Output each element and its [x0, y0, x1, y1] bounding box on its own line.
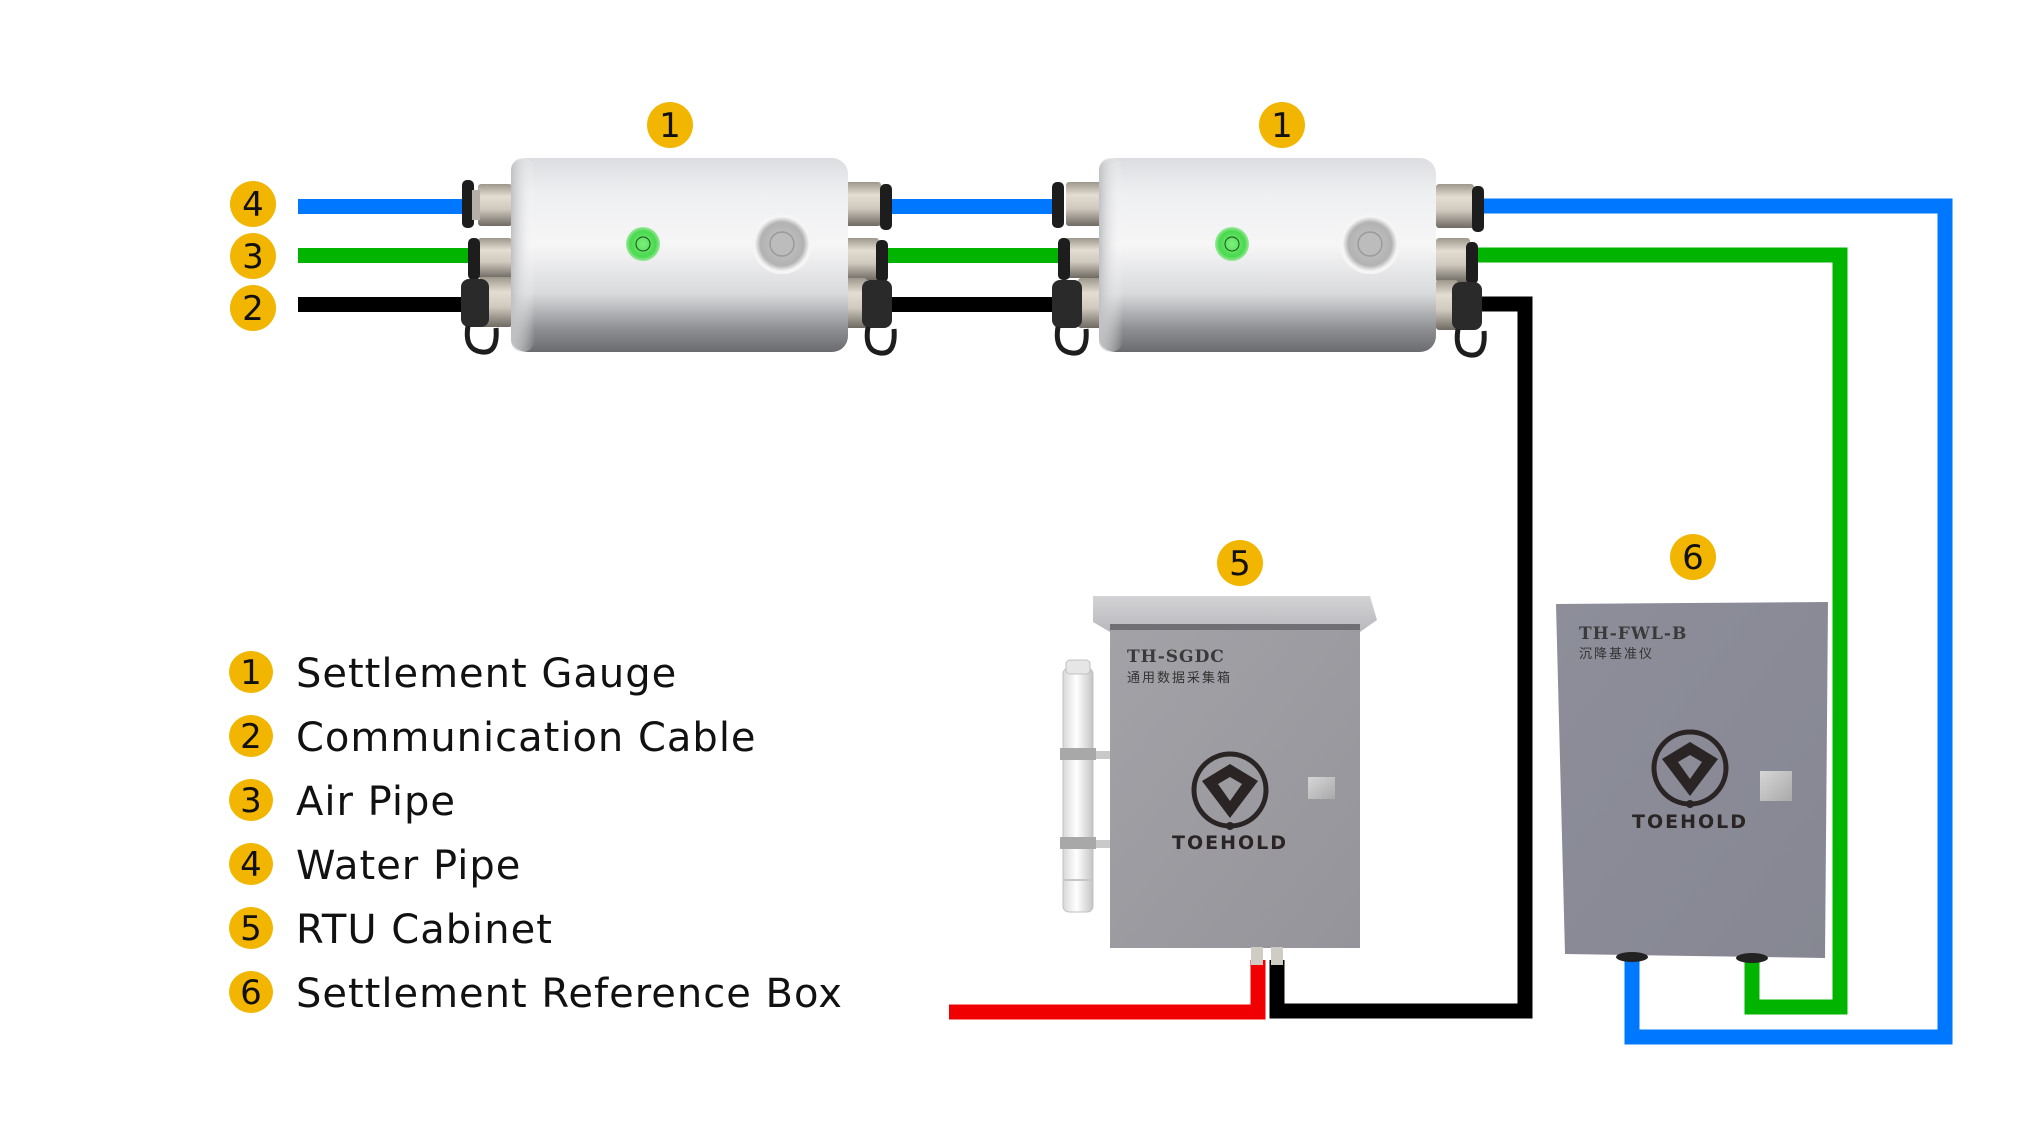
- gauge-2-status-led: [1215, 227, 1249, 261]
- cabinet-lock-icon: [1308, 777, 1335, 799]
- air-pipe-segment-left: [298, 248, 470, 263]
- svg-text:5: 5: [1229, 544, 1251, 584]
- callout-badge-gauge-1: 1: [647, 102, 693, 148]
- settlement-reference-box: TH-FWL-B 沉降基准仪 TOEHOLD: [1556, 602, 1828, 963]
- water-pipe: [298, 198, 1953, 1045]
- reference-brand-label: TOEHOLD: [1632, 811, 1748, 833]
- svg-text:Water Pipe: Water Pipe: [296, 843, 521, 889]
- cabinet-roof: [1093, 596, 1377, 632]
- svg-text:Air Pipe: Air Pipe: [296, 779, 456, 825]
- settlement-gauge-2: [1052, 158, 1487, 358]
- rtu-cabinet: TH-SGDC 通用数据采集箱 TOEHOLD: [1060, 596, 1377, 965]
- svg-text:Settlement Gauge: Settlement Gauge: [296, 651, 677, 697]
- svg-text:Settlement Reference Box: Settlement Reference Box: [296, 971, 843, 1017]
- svg-text:1: 1: [240, 653, 262, 693]
- water-pipe-segment-middle: [888, 199, 1058, 214]
- svg-text:1: 1: [659, 106, 681, 146]
- gauge-1-right-fittings: [845, 182, 897, 356]
- power-cable: [949, 960, 1266, 1020]
- cable-segment-left: [298, 297, 468, 312]
- water-pipe-segment-left: [298, 199, 463, 214]
- callout-badge-reference-box: 6: [1670, 534, 1716, 580]
- rtu-model-label: TH-SGDC: [1127, 647, 1225, 667]
- gauge-1-left-fittings: [461, 180, 512, 355]
- air-pipe: [298, 247, 1848, 1015]
- gauge-1-body: [511, 158, 848, 352]
- svg-text:RTU Cabinet: RTU Cabinet: [296, 907, 553, 953]
- communication-cable: [298, 296, 1533, 1019]
- callout-badge-gauge-2: 1: [1259, 102, 1305, 148]
- toehold-logo-icon: [1191, 751, 1269, 830]
- rtu-subtitle-label: 通用数据采集箱: [1127, 670, 1232, 686]
- rtu-brand-label: TOEHOLD: [1172, 832, 1288, 854]
- settlement-gauge-1: [461, 158, 897, 356]
- svg-text:2: 2: [240, 717, 262, 757]
- cable-segment-to-rtu: [1269, 296, 1533, 1019]
- legend: 1 Settlement Gauge 2 Communication Cable…: [229, 651, 843, 1017]
- air-pipe-segment-middle: [885, 248, 1065, 263]
- legend-item: 2 Communication Cable: [229, 715, 757, 761]
- callout-badge-rtu: 5: [1217, 540, 1263, 586]
- gauge-1-screw-plug: [752, 214, 812, 274]
- svg-text:6: 6: [240, 973, 262, 1013]
- svg-text:Communication Cable: Communication Cable: [296, 715, 757, 761]
- toehold-logo-icon: [1651, 729, 1729, 808]
- reference-lock-icon: [1760, 771, 1792, 801]
- svg-text:1: 1: [1271, 106, 1293, 146]
- legend-item: 6 Settlement Reference Box: [229, 971, 843, 1017]
- callout-badges: 1 1 4 3 2 5 6: [230, 102, 1716, 586]
- water-pipe-segment-return: [1478, 198, 1953, 1045]
- legend-item: 3 Air Pipe: [229, 779, 456, 825]
- svg-text:4: 4: [240, 845, 262, 885]
- legend-item: 1 Settlement Gauge: [229, 651, 677, 697]
- svg-text:3: 3: [242, 237, 264, 277]
- reference-subtitle-label: 沉降基准仪: [1579, 647, 1654, 662]
- antenna-icon: [1060, 659, 1113, 913]
- svg-text:6: 6: [1682, 538, 1704, 578]
- gauge-2-body: [1099, 158, 1436, 352]
- svg-text:4: 4: [242, 185, 264, 225]
- svg-text:3: 3: [240, 781, 262, 821]
- pipes: [298, 198, 1953, 1045]
- reference-model-label: TH-FWL-B: [1579, 624, 1687, 644]
- cable-segment-middle: [890, 297, 1055, 312]
- gauge-2-left-fittings: [1052, 182, 1102, 356]
- legend-item: 5 RTU Cabinet: [229, 907, 553, 953]
- svg-text:5: 5: [240, 909, 262, 949]
- svg-text:2: 2: [242, 289, 264, 329]
- gauge-2-screw-plug: [1340, 214, 1400, 274]
- callout-badge-water-pipe: 4: [230, 181, 276, 227]
- legend-item: 4 Water Pipe: [229, 843, 521, 889]
- gauge-2-right-fittings: [1436, 184, 1487, 358]
- gauge-1-status-led: [626, 227, 660, 261]
- callout-badge-cable: 2: [230, 285, 276, 331]
- callout-badge-air-pipe: 3: [230, 233, 276, 279]
- air-pipe-segment-return: [1470, 247, 1848, 1015]
